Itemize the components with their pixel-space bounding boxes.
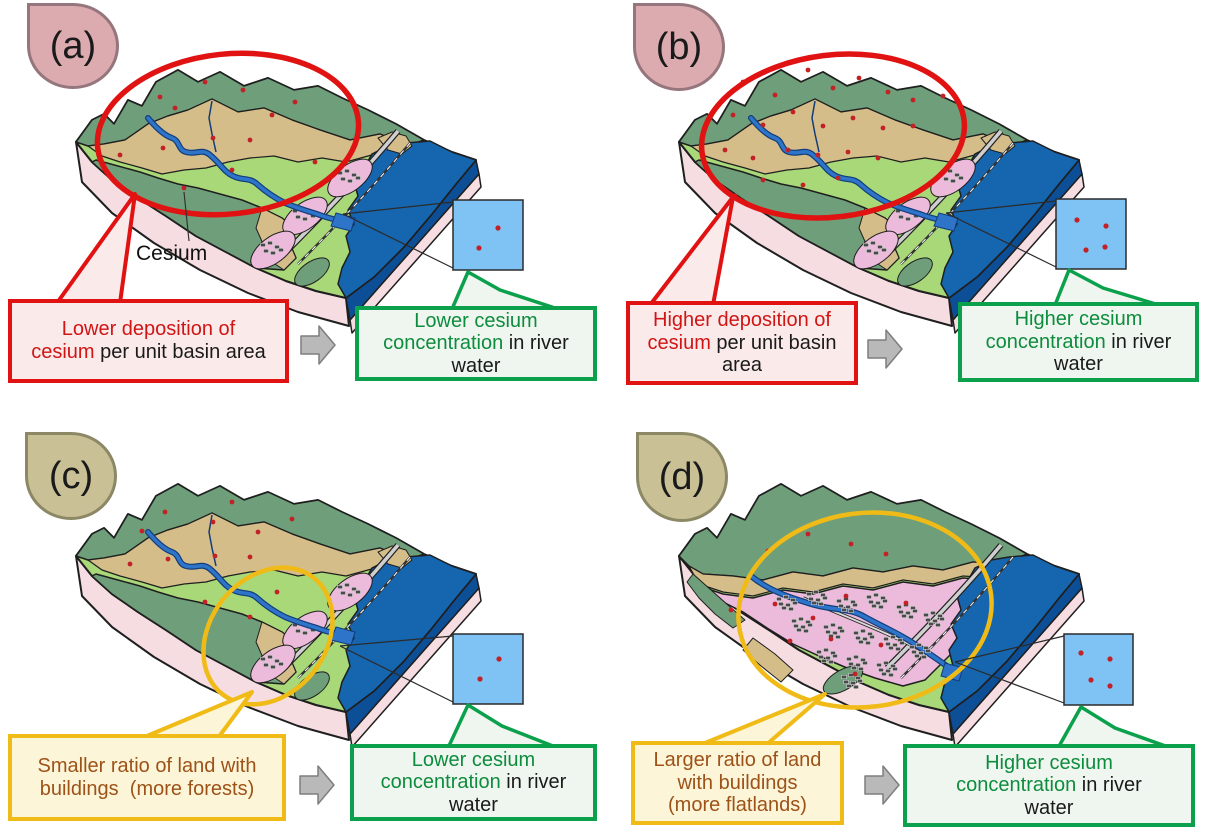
result-emphasis-b: Higher cesium concentration	[985, 308, 1143, 353]
result-callout-tail	[450, 270, 560, 311]
panel-c: (c) Smaller ratio of land with buildings…	[0, 414, 603, 829]
panel-a: (a) Cesium Lower deposition of cesium pe…	[0, 0, 603, 414]
arrow-right-icon	[867, 329, 903, 369]
terrain-scene-d	[678, 483, 1173, 805]
panel-label-b: (b)	[655, 25, 703, 68]
result-text-c: Lower cesium concentration in river wate…	[381, 749, 567, 817]
terrain-block	[75, 69, 482, 334]
cause-emphasis-a: Lower deposition of cesium	[31, 318, 236, 363]
arrow-right-icon	[299, 765, 335, 805]
cause-text-a: Lower deposition of cesium per unit basi…	[31, 318, 266, 363]
panel-badge-b: (b)	[633, 3, 725, 91]
cause-callout-d: Larger ratio of land with buildings (mor…	[631, 741, 844, 825]
highlight-ring	[94, 50, 362, 218]
cause-callout-a: Lower deposition of cesium per unit basi…	[8, 299, 289, 383]
result-emphasis-c: Lower cesium concentration	[380, 748, 536, 794]
terrain-scene-a	[55, 50, 560, 365]
arrow-right-icon	[300, 325, 336, 365]
result-emphasis-d: Higher cesium concentration	[956, 751, 1113, 797]
terrain-scene-b	[648, 51, 1161, 369]
cause-text-c: Smaller ratio of land with buildings (mo…	[38, 755, 257, 800]
result-callout-tail	[1056, 705, 1173, 750]
river-water-sample	[452, 633, 524, 705]
result-callout-tail	[446, 703, 560, 750]
result-text-a: Lower cesium concentration in river wate…	[383, 310, 569, 378]
cause-callout-tail	[648, 195, 735, 307]
cause-text-d: Larger ratio of land with buildings (mor…	[654, 749, 822, 817]
cause-callout-tail	[140, 690, 254, 740]
cause-callout-c: Smaller ratio of land with buildings (mo…	[8, 734, 286, 821]
panel-badge-d: (d)	[636, 432, 728, 522]
result-rest-d: in river water	[1024, 774, 1142, 819]
cesium-annotation-label: Cesium	[136, 242, 208, 265]
result-text-b: Higher cesium concentration in river wat…	[986, 308, 1172, 376]
cause-callout-tail	[698, 692, 827, 747]
result-callout-b: Higher cesium concentration in river wat…	[958, 302, 1199, 382]
result-rest-a: in river water	[451, 332, 569, 377]
terrain-scene-c	[75, 483, 560, 805]
cause-emphasis-d: Larger ratio of land with buildings (mor…	[653, 749, 822, 817]
panel-badge-a: (a)	[27, 3, 119, 89]
panel-label-c: (c)	[48, 454, 94, 497]
cause-callout-b: Higher deposition of cesium per unit bas…	[626, 301, 858, 385]
result-callout-tail	[1053, 268, 1161, 307]
river-water-sample	[452, 199, 524, 271]
highlight-ring	[201, 565, 335, 707]
cause-emphasis-c: Smaller ratio of land with buildings (mo…	[37, 754, 257, 800]
panel-label-a: (a)	[49, 24, 97, 67]
cause-rest-a: per unit basin area	[94, 341, 266, 363]
cause-callout-tail	[55, 192, 137, 305]
highlight-ring	[736, 510, 994, 710]
cesium-dots	[117, 79, 318, 191]
result-emphasis-a: Lower cesium concentration	[383, 309, 538, 355]
result-callout-d: Higher cesium concentration in river wat…	[903, 744, 1195, 827]
arrow-right-icon	[864, 765, 900, 805]
result-text-d: Higher cesium concentration in river wat…	[956, 752, 1142, 820]
river-water-sample	[1055, 198, 1127, 270]
result-rest-b: in river water	[1054, 330, 1172, 376]
result-callout-c: Lower cesium concentration in river wate…	[350, 744, 597, 821]
cause-rest-b: per unit basin area	[710, 331, 843, 377]
panel-label-d: (d)	[658, 455, 706, 498]
cesium-dots	[127, 499, 295, 620]
highlight-ring	[698, 51, 968, 221]
panel-d: (d) Larger ratio of land with buildings …	[603, 414, 1206, 829]
result-callout-a: Lower cesium concentration in river wate…	[355, 306, 597, 381]
cause-text-b: Higher deposition of cesium per unit bas…	[636, 309, 848, 377]
result-rest-c: in river water	[449, 771, 567, 816]
cause-emphasis-b: Higher deposition of cesium	[647, 309, 831, 354]
panel-b: (b) Higher deposition of cesium per unit…	[603, 0, 1206, 414]
panel-badge-c: (c)	[25, 432, 117, 520]
river-water-sample	[1063, 633, 1134, 706]
terrain-block	[75, 483, 482, 748]
